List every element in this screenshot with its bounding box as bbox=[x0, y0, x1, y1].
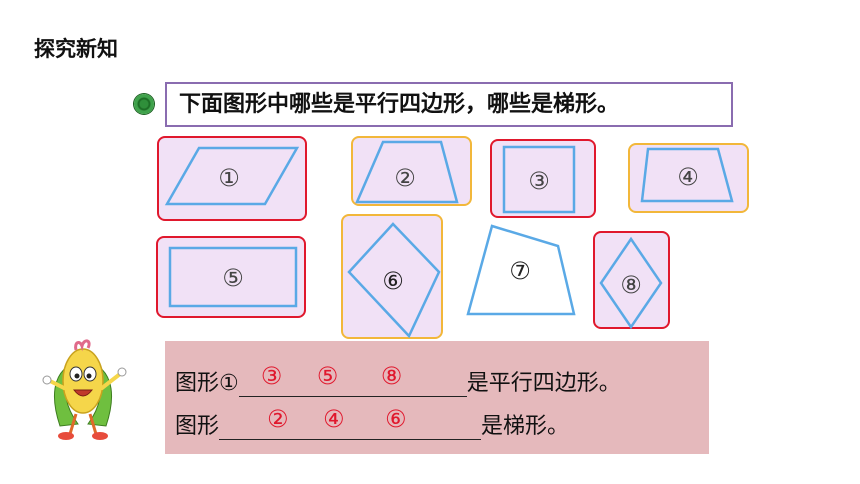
shape-3-label: ③ bbox=[528, 167, 550, 195]
rectangle-shape: ⑤ bbox=[168, 246, 298, 308]
shape-7-label: ⑦ bbox=[509, 257, 531, 285]
answer-2b: ④ bbox=[323, 405, 345, 433]
answer-blank-1[interactable]: ③ ⑤ ⑧ bbox=[238, 362, 467, 397]
rhombus-shape: ⑧ bbox=[599, 236, 663, 330]
shape-5-box[interactable]: ⑤ bbox=[156, 236, 306, 318]
answer-1c: ⑧ bbox=[380, 362, 403, 390]
shape-5-label: ⑤ bbox=[222, 264, 244, 292]
parallelogram-shape: ① bbox=[164, 146, 300, 206]
shape-4-box[interactable]: ④ bbox=[628, 143, 749, 213]
page-title: 探究新知 bbox=[34, 37, 118, 61]
line2-suffix: 是梯形。 bbox=[481, 414, 570, 439]
shape-7-quadrilateral[interactable]: ⑦ bbox=[462, 222, 582, 320]
shape-3-box[interactable]: ③ bbox=[490, 139, 596, 218]
answer-panel: 图形① ③ ⑤ ⑧ 是平行四边形。 图形 ② ④ ⑥ 是梯形。 bbox=[165, 341, 709, 454]
line2-prefix: 图形 bbox=[175, 414, 220, 439]
corn-mascot-icon bbox=[42, 339, 127, 440]
line1-suffix: 是平行四边形。 bbox=[466, 371, 621, 396]
answer-2c: ⑥ bbox=[385, 405, 407, 433]
answer-2a: ② bbox=[267, 405, 289, 433]
answer-line-parallelogram: 图形① ③ ⑤ ⑧ 是平行四边形。 bbox=[175, 362, 621, 397]
shape-6-label: ⑥ bbox=[382, 267, 404, 295]
line1-prefix: 图形① bbox=[175, 371, 239, 396]
answer-1b: ⑤ bbox=[316, 362, 339, 390]
shape-2-box[interactable]: ② bbox=[351, 136, 472, 206]
answer-line-trapezoid: 图形 ② ④ ⑥ 是梯形。 bbox=[175, 405, 570, 440]
trapezoid-shape: ⑥ bbox=[347, 222, 441, 339]
shape-2-label: ② bbox=[394, 164, 416, 192]
shape-1-box[interactable]: ① bbox=[157, 136, 307, 221]
answer-blank-2[interactable]: ② ④ ⑥ bbox=[219, 405, 482, 440]
shape-1-label: ① bbox=[218, 164, 240, 192]
shape-8-label: ⑧ bbox=[620, 271, 642, 299]
square-shape: ③ bbox=[502, 145, 576, 214]
trapezoid-shape: ② bbox=[355, 140, 459, 204]
answer-1a: ③ bbox=[260, 362, 283, 390]
shape-6-box[interactable]: ⑥ bbox=[341, 214, 443, 339]
bullet-icon bbox=[134, 94, 154, 114]
trapezoid-shape: ④ bbox=[640, 147, 734, 203]
shape-8-box[interactable]: ⑧ bbox=[593, 231, 670, 330]
question-box: 下面图形中哪些是平行四边形，哪些是梯形。 bbox=[165, 82, 733, 127]
shape-4-label: ④ bbox=[677, 163, 699, 191]
